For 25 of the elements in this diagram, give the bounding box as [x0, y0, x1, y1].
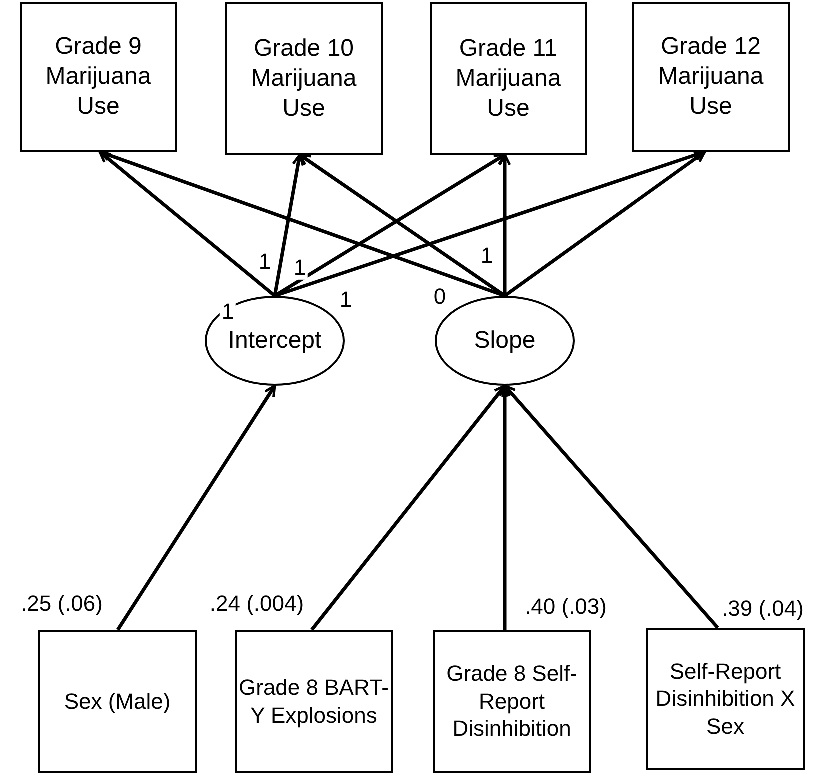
arrow: [504, 150, 706, 298]
node-label: Grade 10 Marijuana Use: [250, 34, 358, 124]
variable-box: [646, 628, 805, 770]
arrow: [116, 384, 276, 631]
node-label: Grade 11 Marijuana Use: [454, 34, 562, 124]
variable-box: [38, 630, 197, 773]
arrow: [504, 384, 720, 630]
variable-box: [433, 630, 591, 773]
node-label: Grade 9 Marijuana Use: [44, 32, 152, 122]
variable-box: [235, 630, 393, 773]
node-label: Sex (Male): [64, 688, 171, 716]
variable-box: [632, 2, 790, 152]
node-label: Grade 12 Marijuana Use: [657, 32, 765, 122]
node-label: Grade 8 BART-Y Explosions: [238, 674, 390, 729]
node-label: Slope: [474, 326, 536, 356]
arrow: [98, 150, 276, 298]
node-label: Intercept: [228, 326, 322, 356]
variable-box: [20, 2, 177, 152]
variable-box: [225, 2, 383, 155]
arrow: [498, 154, 512, 296]
arrow: [273, 154, 304, 296]
node-label: Self-Report Disinhibition X Sex: [654, 658, 796, 740]
node-label: Grade 8 Self-Report Disinhibition: [446, 660, 578, 743]
variable-box: [430, 2, 587, 155]
arrow: [310, 384, 506, 632]
